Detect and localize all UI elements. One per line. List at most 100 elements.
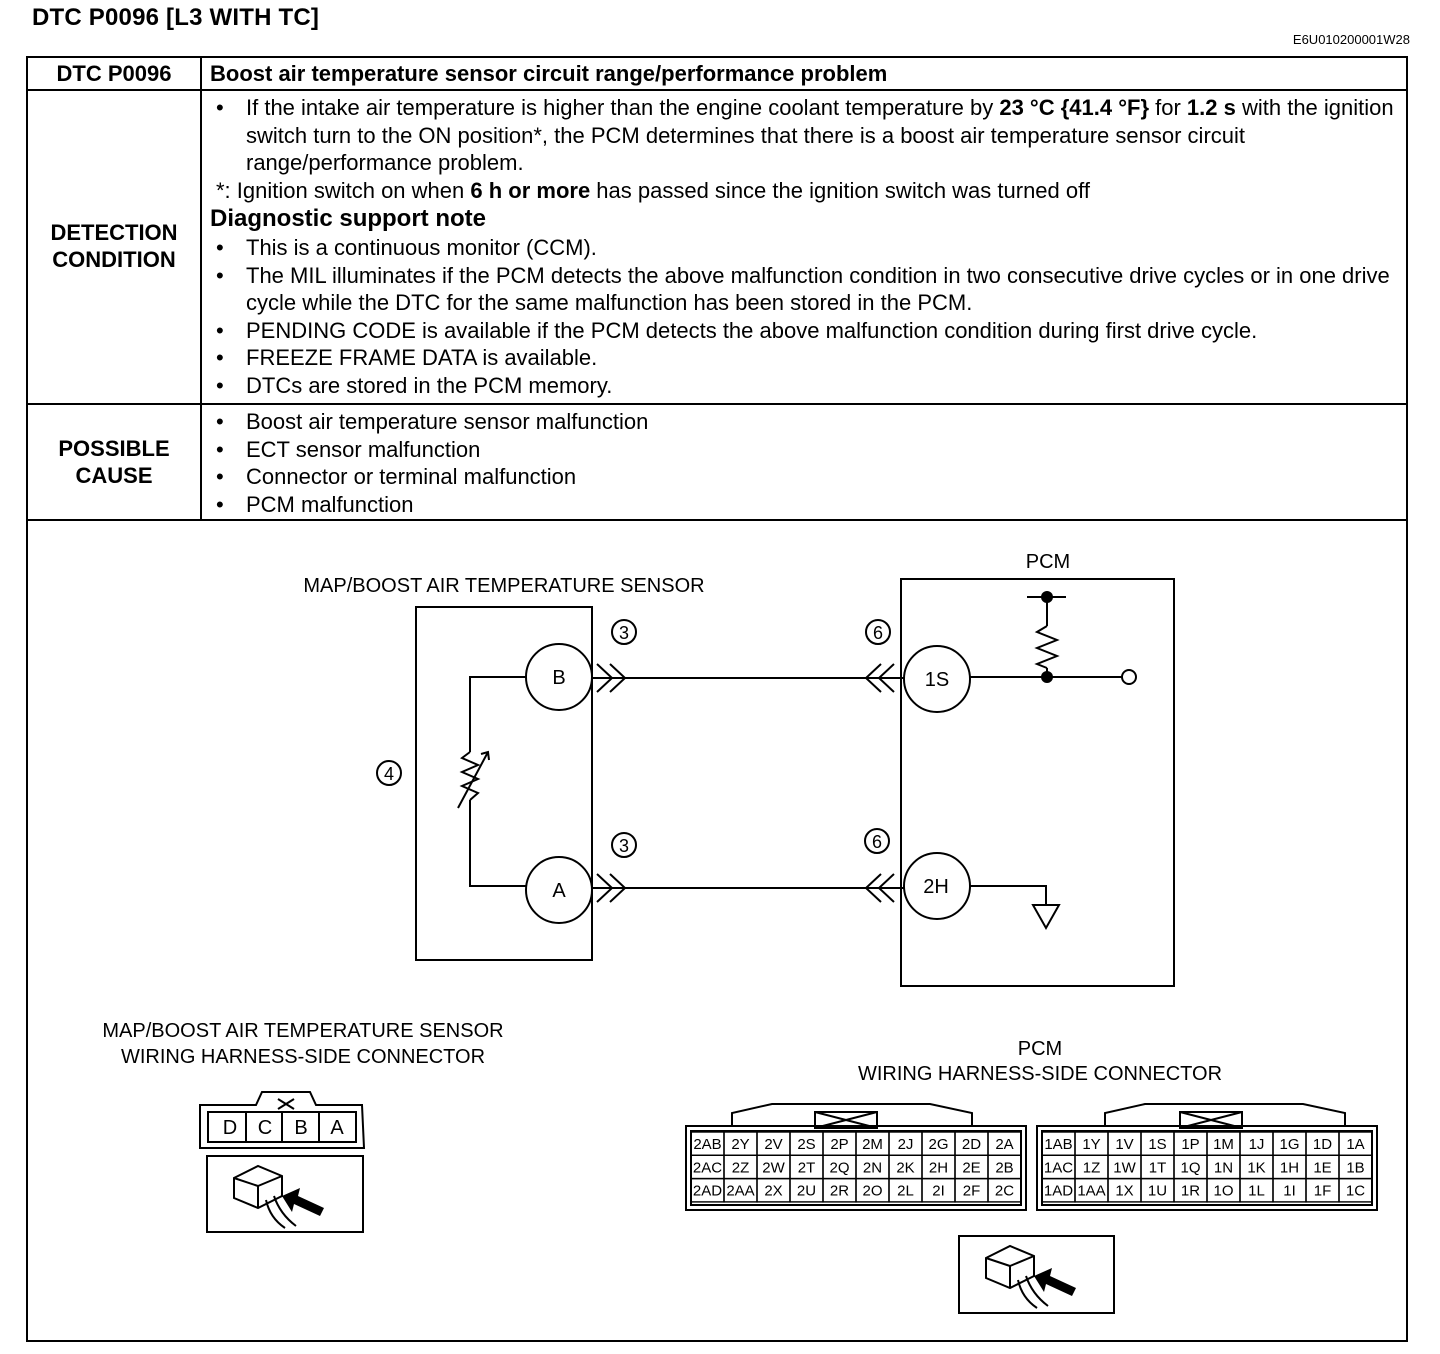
connector-pin-label: 1B	[1346, 1159, 1364, 1176]
connector-pin-label: 2I	[932, 1183, 945, 1200]
connector-pin-label: 1O	[1213, 1183, 1233, 1200]
connector-pin-label: 1J	[1249, 1136, 1265, 1153]
connector-pin-label: 2U	[797, 1183, 816, 1200]
connector-pin-label: 2M	[862, 1136, 883, 1153]
sensor-pin-label: C	[258, 1117, 272, 1139]
connector-pin-label: 2E	[962, 1159, 980, 1176]
connector-pin-label: 2R	[830, 1183, 849, 1200]
row-divider	[26, 519, 1408, 521]
connector-pin-label: 2H	[929, 1159, 948, 1176]
connector-pin-label: 2T	[798, 1159, 816, 1176]
connector-pin-label: 1L	[1248, 1183, 1265, 1200]
possible-cause-label: POSSIBLE CAUSE	[28, 435, 200, 489]
cause-item: Boost air temperature sensor malfunction	[210, 408, 1400, 436]
label-line: POSSIBLE	[58, 436, 170, 461]
connector-pin-label: 1S	[1148, 1136, 1166, 1153]
arrow-icon	[1034, 1268, 1076, 1296]
connector-pin-label: 2AD	[693, 1183, 722, 1200]
row-divider	[26, 403, 1408, 405]
page-title: DTC P0096 [L3 WITH TC]	[32, 4, 320, 31]
connector-pin-label: 1R	[1181, 1183, 1200, 1200]
connector-pin-label: 1G	[1279, 1136, 1299, 1153]
callout-3: 3	[619, 623, 629, 643]
pcm-box	[900, 578, 1175, 987]
sensor-connector-face	[199, 1091, 366, 1149]
column-divider	[200, 56, 202, 521]
terminal-a-circle	[525, 856, 593, 924]
connector-pin-label: 2V	[764, 1136, 782, 1153]
sensor-connector-caption: WIRING HARNESS-SIDE CONNECTOR	[121, 1046, 485, 1068]
sensor-label: MAP/BOOST AIR TEMPERATURE SENSOR	[303, 575, 704, 597]
callout-4: 4	[384, 764, 394, 784]
pcm-connector-caption: PCM	[1018, 1038, 1062, 1060]
document-id: E6U010200001W28	[1292, 32, 1410, 47]
connector-pin-label: 1U	[1148, 1183, 1167, 1200]
connector-pin-label: 1A	[1346, 1136, 1364, 1153]
pcm-label: PCM	[1026, 551, 1070, 573]
thermistor-symbol	[459, 751, 481, 801]
connector-pin-label: 2AB	[693, 1136, 721, 1153]
connector-pin-label: 2A	[995, 1136, 1013, 1153]
terminal-2h-label: 2H	[923, 876, 949, 898]
connector-pin-label: 1Q	[1180, 1159, 1200, 1176]
connector-pin-label: 1E	[1313, 1159, 1331, 1176]
detection-condition-label: DETECTION CONDITION	[28, 219, 200, 273]
dtc-description: Boost air temperature sensor circuit ran…	[210, 61, 888, 86]
connector-pin-label: 1W	[1113, 1159, 1136, 1176]
connector-view-icon	[206, 1155, 364, 1233]
connector-pin-label: 2Z	[732, 1159, 750, 1176]
connector-pin-label: 1AD	[1044, 1183, 1073, 1200]
connector-pin-label: 2W	[762, 1159, 785, 1176]
connector-pin-label: 2Y	[731, 1136, 749, 1153]
callout-3: 3	[619, 836, 629, 856]
connector-pin-label: 1I	[1283, 1183, 1296, 1200]
connector-pin-label: 2K	[896, 1159, 914, 1176]
support-item: This is a continuous monitor (CCM).	[210, 234, 1400, 262]
terminal-1s-label: 1S	[925, 669, 949, 691]
connector-pin-cell	[1338, 1177, 1373, 1203]
pcm-connector-caption: WIRING HARNESS-SIDE CONNECTOR	[858, 1063, 1222, 1085]
sensor-connector-caption: MAP/BOOST AIR TEMPERATURE SENSOR	[102, 1020, 503, 1042]
sensor-box	[415, 606, 593, 961]
connector-pin-label: 1M	[1213, 1136, 1234, 1153]
cause-item: Connector or terminal malfunction	[210, 463, 1400, 491]
label-line: CONDITION	[52, 247, 176, 272]
connector-pin-label: 2G	[928, 1136, 948, 1153]
connector-pin-label: 1AB	[1044, 1136, 1072, 1153]
connector-pin-label: 1K	[1247, 1159, 1265, 1176]
connector-pin-cell	[987, 1177, 1022, 1203]
connector-pin-label: 1V	[1115, 1136, 1133, 1153]
connector-pin-label: 2O	[862, 1183, 882, 1200]
connector-pin-label: 2X	[764, 1183, 782, 1200]
connector-pin-label: 1AA	[1077, 1183, 1105, 1200]
cause-item: ECT sensor malfunction	[210, 436, 1400, 464]
support-item: FREEZE FRAME DATA is available.	[210, 344, 1400, 372]
label-line: DETECTION	[50, 220, 178, 245]
support-note-title: Diagnostic support note	[210, 205, 486, 232]
connector-pin-label: 1Y	[1082, 1136, 1100, 1153]
support-item: DTCs are stored in the PCM memory.	[210, 372, 1400, 400]
connector-pin-label: 1P	[1181, 1136, 1199, 1153]
connector-pin-label: 1F	[1314, 1183, 1332, 1200]
callout-6: 6	[873, 623, 883, 643]
dtc-code-cell: DTC P0096	[56, 61, 172, 86]
connector-view-icon	[958, 1235, 1115, 1314]
thermistor-wire	[469, 676, 526, 752]
cause-item: PCM malfunction	[210, 491, 1400, 519]
connector-pin-label: 2J	[898, 1136, 914, 1153]
connector-pin-label: 2F	[963, 1183, 981, 1200]
terminal-a-label: A	[552, 880, 566, 902]
connector-pin-label: 2S	[797, 1136, 815, 1153]
connector-pin-label: 2P	[830, 1136, 848, 1153]
connector-pin-label: 2AA	[726, 1183, 754, 1200]
support-item: PENDING CODE is available if the PCM det…	[210, 317, 1400, 345]
detection-bullet: If the intake air temperature is higher …	[210, 94, 1400, 177]
connector-pin-label: 1AC	[1044, 1159, 1073, 1176]
thermistor-arrow	[457, 751, 489, 809]
connector-pin-label: 1C	[1346, 1183, 1365, 1200]
sensor-pin-label: A	[330, 1117, 344, 1139]
support-item: The MIL illuminates if the PCM detects t…	[210, 262, 1400, 317]
connector-pin-label: 2D	[962, 1136, 981, 1153]
